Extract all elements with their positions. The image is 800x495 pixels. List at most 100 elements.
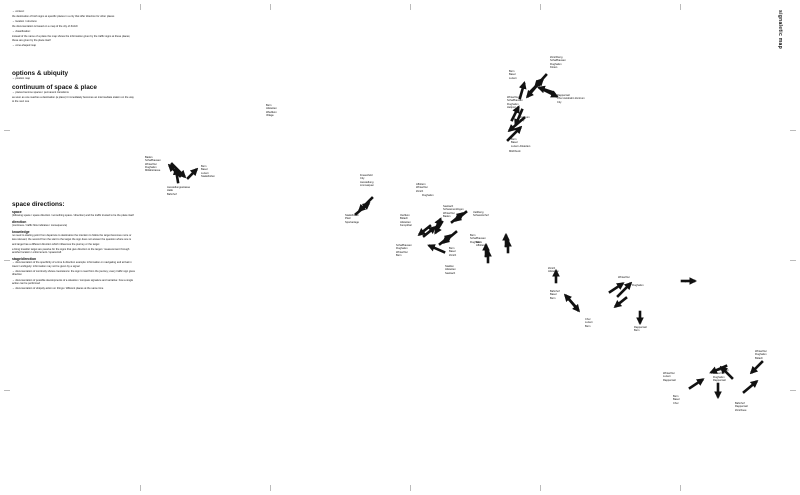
direction-item: → documentation of ubiquity action on th… [12, 287, 104, 291]
place-label: Ausstellungsstrasse Halle Bahnhof [167, 186, 191, 196]
direction-arrow [709, 364, 728, 374]
frame-tick [680, 4, 681, 10]
direction-item: → documentation of continuity shows coex… [12, 269, 135, 277]
frame-tick [270, 485, 271, 491]
place-label: Bern Basel Luzern [509, 70, 517, 80]
continuum-block: continuum of space & place → places beco… [12, 84, 136, 105]
place-label: Zürichberg Schaffhausen Flughafen Kloten [550, 56, 566, 69]
place-label: Uetliberg Schweizerhof [473, 211, 489, 218]
place-label: Zürich Altstetten [548, 267, 559, 274]
frame-tick [4, 260, 10, 261]
intro-line: → context: [12, 10, 25, 13]
frame-tick [270, 4, 271, 10]
direction-item: and target has a different direction whi… [12, 242, 100, 246]
place-label: Stadelhofen Platz Sportanlage [345, 214, 359, 224]
frame-tick [140, 4, 141, 10]
frame-tick [4, 130, 10, 131]
direction-arrow [427, 244, 446, 254]
direction-arrow [510, 105, 520, 122]
place-label: Bern Basel Zürich [449, 247, 457, 257]
directions-heading: space directions: [12, 201, 65, 208]
direction-arrow [514, 108, 524, 127]
place-label: Affoltern Winterthur Zürich [416, 183, 428, 193]
place-label: Rapperswil Chur Autobahn Zentrum City [557, 94, 585, 104]
direction-item: direction(continues / traffic flow indic… [12, 219, 68, 228]
place-label: Oerlikon Bülach Altstetten Kemptthal [400, 214, 412, 227]
place-label: Milchbuck [509, 150, 521, 153]
continuum-line: as soon as one reaches a destination (a … [12, 96, 134, 103]
frame-tick [680, 485, 681, 491]
place-label: Winterthur [618, 276, 630, 279]
direction-arrow [186, 167, 199, 180]
frame-tick [790, 260, 796, 261]
frame-tick [410, 485, 411, 491]
place-label: Schaffhausen Winterthur Flughafen Rapper… [713, 369, 729, 382]
continuum-line: → places become spaces / permanent trans… [12, 91, 69, 94]
direction-arrow [608, 282, 625, 294]
direction-arrow [742, 380, 759, 394]
place-label: Bern Altstetten Wiedikon Village [266, 104, 277, 117]
place-label: Zentrum City [520, 116, 530, 123]
direction-arrow [719, 365, 734, 380]
place-label: Flughafen [632, 284, 644, 287]
place-label: Flughafen [681, 280, 693, 283]
place-label: Frauenfeld City Ausstellung Limmatquai [360, 174, 374, 187]
direction-arrow [434, 220, 444, 235]
place-label: Schaffhausen Flughafen Winterthur Bern [396, 244, 412, 257]
direction-item: stage/direction→ documentation of the sp… [12, 256, 132, 268]
direction-arrow [441, 230, 458, 244]
direction-item: a living traveller target are passive fo… [12, 247, 130, 255]
place-label: Flughafen [422, 194, 434, 197]
place-label: Winterthur Schaffhausen Flughafen Helipo… [507, 96, 523, 109]
place-label: Winterthur Flughafen Bülach [755, 350, 767, 360]
direction-arrow [616, 281, 633, 298]
continuum-heading: continuum of space & place [12, 84, 97, 91]
intro-line: the destination of both signs at specifi… [12, 15, 115, 19]
place-label: Rapperswil Bern [634, 326, 647, 333]
options-block: options & ubiquity → position map [12, 70, 136, 82]
direction-arrow [357, 196, 374, 213]
frame-tick [410, 4, 411, 10]
place-label: Stadion Altstetten Seebach [445, 265, 456, 275]
place-label: Seebach Schwamendingen Winterthur Baden [443, 205, 464, 218]
intro-line: → classification: [12, 30, 31, 34]
place-label: Bahnhof Basel Bern [550, 290, 560, 300]
frame-tick [540, 4, 541, 10]
frame-tick [140, 485, 141, 491]
direction-item: space(following space / space direction … [12, 210, 134, 218]
place-label: Baden Schaffhausen Winterthur Flughafen … [145, 156, 161, 173]
direction-arrow [525, 80, 542, 99]
frame-tick [790, 130, 796, 131]
direction-arrow [417, 224, 432, 236]
direction-arrow [563, 293, 577, 308]
direction-arrow [172, 166, 181, 184]
place-label: Bern Affoltern [476, 241, 486, 248]
frame-tick [540, 485, 541, 491]
options-sub: → position map [12, 77, 31, 80]
direction-arrow [688, 378, 705, 390]
intro-line: → location / structure: [12, 20, 38, 24]
place-label: Winterthur Luzern Rapperswil [663, 372, 676, 382]
direction-arrow [506, 125, 523, 142]
direction-arrow [518, 81, 527, 100]
direction-arrow [507, 116, 526, 133]
direction-arrow [749, 360, 764, 375]
directions-block: space directions: space(following space … [12, 201, 136, 292]
place-label: Bern Basel Luzern Stadelhofen [201, 165, 215, 178]
intro-line: the documentation is based on a map of t… [12, 25, 78, 29]
direction-item: → documentation of possible developments… [12, 278, 134, 286]
direction-arrow [537, 85, 554, 94]
place-label: Bahnhof Rapperswil Zürichsee [735, 402, 748, 412]
place-label: Bern Schaffhausen Flughafen [470, 234, 486, 244]
direction-arrow [613, 296, 628, 308]
place-label: Bern Basel Chur [673, 395, 680, 405]
frame-tick [790, 390, 796, 391]
direction-arrow [453, 210, 468, 222]
options-heading: options & ubiquity [12, 70, 69, 77]
intro-line: → cone-shaped map [12, 44, 37, 48]
place-label: Bern Basel Luzern Altstetten [511, 138, 531, 148]
intro-line: instead of the name of a place the map s… [12, 35, 131, 42]
